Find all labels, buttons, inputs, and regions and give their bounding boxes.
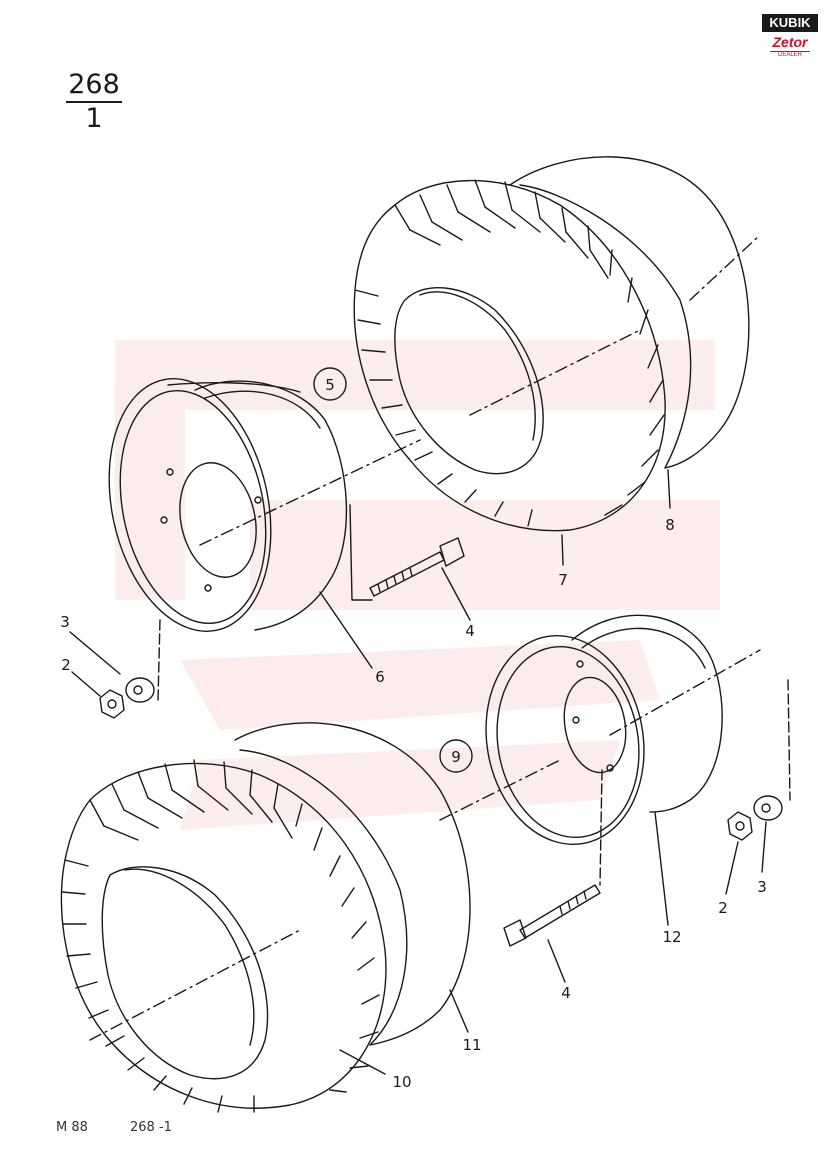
washer-upper xyxy=(125,677,155,703)
callout-12: 12 xyxy=(662,928,681,946)
leader-3b xyxy=(761,821,767,873)
leader-4a xyxy=(441,567,471,621)
axis-fastener-upper xyxy=(157,619,161,701)
footer-ref: 268 -1 xyxy=(130,1120,172,1135)
callout-8: 8 xyxy=(665,516,675,534)
logo-brand: KUBIK xyxy=(762,14,818,32)
callout-11: 11 xyxy=(462,1036,481,1054)
page-number-bottom: 1 xyxy=(85,103,103,134)
inner-tube-lower xyxy=(234,722,471,1046)
callout-2b: 2 xyxy=(718,899,728,917)
nut-upper xyxy=(99,689,125,719)
leader-4b xyxy=(547,939,566,983)
callout-9: 9 xyxy=(451,748,461,766)
axis-fastener-lower xyxy=(787,679,791,801)
callout-circle-9 xyxy=(439,739,473,773)
callout-circle-5 xyxy=(313,367,347,401)
leader-6 xyxy=(319,591,373,669)
wheel-rim-lower xyxy=(485,614,723,845)
callout-7: 7 xyxy=(558,571,568,589)
leader-2b xyxy=(725,841,739,895)
nut-lower xyxy=(727,811,753,841)
callout-2a: 2 xyxy=(61,656,71,674)
wheel-rim-upper xyxy=(108,378,348,632)
axis-lower xyxy=(439,649,761,821)
leader-10 xyxy=(339,1049,386,1075)
logo-sub: Zetor xyxy=(772,34,808,50)
bolt-upper xyxy=(369,537,465,597)
leader-bolt-upper xyxy=(349,504,373,601)
logo-tag: DEALER xyxy=(770,51,810,59)
inner-tube-upper xyxy=(509,156,750,469)
page-number-top: 268 xyxy=(66,70,122,103)
callout-4a: 4 xyxy=(465,622,475,640)
page-number: 268 1 xyxy=(66,70,122,134)
callout-3b: 3 xyxy=(757,878,767,896)
callout-10: 10 xyxy=(392,1073,411,1091)
axis-bolt-lower xyxy=(599,769,603,886)
leader-3a xyxy=(69,631,121,675)
callout-3a: 3 xyxy=(60,613,70,631)
footer-code: M 88 xyxy=(56,1120,88,1135)
bolt-lower xyxy=(503,884,601,947)
leader-8 xyxy=(667,469,671,509)
washer-lower xyxy=(753,795,783,821)
callout-6: 6 xyxy=(375,668,385,686)
leader-12 xyxy=(654,811,669,926)
callout-4b: 4 xyxy=(561,984,571,1002)
axis-upper xyxy=(199,234,761,546)
watermark xyxy=(115,340,720,830)
tyre-lower xyxy=(60,759,387,1113)
axis-lower-tyre xyxy=(89,929,301,1041)
leader-11 xyxy=(449,989,469,1033)
leader-2a xyxy=(71,671,101,697)
leader-7 xyxy=(561,534,564,566)
callout-5: 5 xyxy=(325,376,335,394)
tyre-upper xyxy=(353,179,666,532)
dealer-logo: KUBIK Zetor DEALER xyxy=(762,14,818,62)
